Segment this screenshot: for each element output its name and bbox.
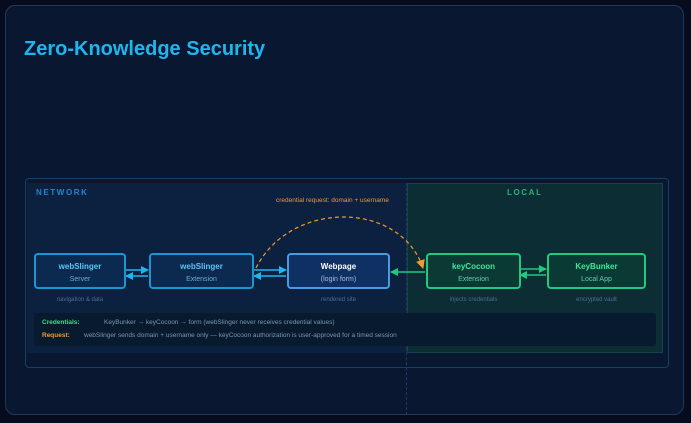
caption-keybunker: encrypted vault: [576, 297, 617, 303]
caption-webpage: rendered site: [320, 297, 357, 303]
node-subtitle: Extension: [186, 276, 217, 283]
edge-extension-webpage: [253, 266, 287, 280]
legend-request-key: Request:: [42, 332, 70, 339]
edge-server-extension: [125, 266, 149, 280]
legend-credentials-text: KeyBunker → keyCocoon → form (webSlinger…: [104, 319, 335, 326]
node-webslinger-extension: webSlinger Extension: [149, 253, 254, 289]
zone-divider: [406, 183, 407, 415]
node-webslinger-server: webSlinger Server: [34, 253, 126, 289]
network-zone-label: NETWORK: [36, 188, 89, 197]
node-name: webSlinger: [180, 262, 223, 271]
local-zone-label: LOCAL: [507, 188, 543, 197]
page-title: Zero-Knowledge Security: [24, 38, 266, 60]
node-name: KeyBunker: [575, 262, 618, 271]
credential-request-arc: [255, 216, 425, 269]
node-name: keyCocoon: [451, 262, 496, 271]
caption-webslinger-server: navigation & data: [56, 297, 104, 303]
node-subtitle: Server: [69, 276, 91, 283]
caption-keycocoon: injects credentials: [449, 297, 498, 303]
node-subtitle: Local App: [581, 276, 612, 283]
legend-credentials-key: Credentials:: [42, 319, 80, 326]
edge-keybunker-keycocoon: [519, 265, 547, 279]
diagram-panel: [25, 178, 669, 368]
node-name: webSlinger: [58, 262, 102, 271]
node-subtitle: (login form): [320, 276, 357, 283]
node-webpage: Webpage (login form): [287, 253, 390, 289]
node-subtitle: Extension: [458, 276, 489, 283]
legend: [34, 313, 656, 346]
node-keybunker: KeyBunker Local App: [547, 253, 646, 289]
legend-request-text: webSlinger sends domain + username only …: [84, 332, 397, 339]
request-label: credential request: domain + username: [276, 197, 389, 204]
node-keycocoon: keyCocoon Extension: [426, 253, 521, 289]
node-name: Webpage: [320, 262, 357, 271]
